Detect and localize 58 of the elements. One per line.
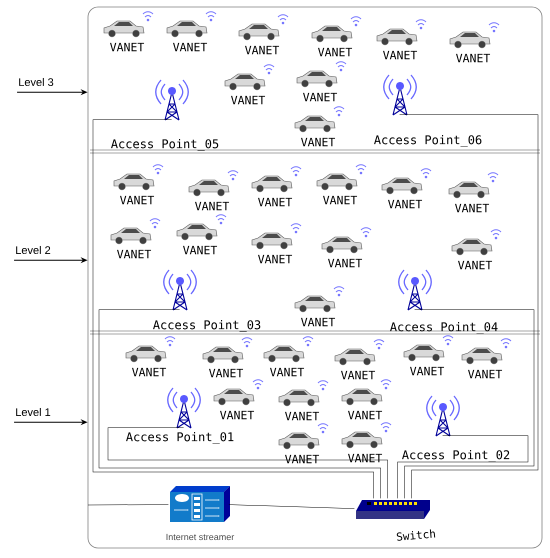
connector-line: [399, 114, 538, 499]
car-label: VANET: [341, 370, 376, 380]
node-label: Access Point_02: [402, 450, 510, 462]
car-label: VANET: [455, 204, 490, 212]
car-label: VANET: [270, 368, 304, 376]
car-label: VANET: [388, 200, 422, 208]
car-label: VANET: [410, 366, 444, 376]
node-label: Access Point_06: [374, 135, 482, 147]
connector-line: [98, 310, 381, 499]
car-label: VANET: [301, 318, 336, 326]
connector-line: [404, 310, 534, 499]
access-point: Access Point_06: [374, 74, 482, 147]
access-point: Access Point_04: [390, 269, 498, 334]
node-label: Switch: [396, 529, 436, 541]
car-label: VANET: [245, 46, 280, 54]
network-switch: Switch: [356, 500, 436, 541]
car-label: VANET: [209, 368, 244, 378]
level-label: Level 2: [16, 246, 50, 254]
connector-line: [92, 120, 374, 499]
car-label: VANET: [383, 50, 418, 60]
connector-line: [397, 436, 528, 499]
car-label: VANET: [258, 254, 292, 264]
car-label: VANET: [285, 412, 320, 420]
access-point: Access Point_05: [111, 79, 218, 151]
car-label: VANET: [195, 202, 230, 210]
level-label: Level 1: [16, 408, 50, 416]
car-label: VANET: [323, 196, 358, 204]
level-label: Level 3: [19, 78, 54, 86]
car-label: VANET: [258, 198, 292, 206]
car-label: VANET: [348, 410, 382, 420]
access-point: Access Point_02: [402, 395, 510, 462]
car-label: VANET: [303, 92, 338, 102]
node-label: Access Point_03: [153, 320, 260, 332]
car-label: VANET: [348, 454, 382, 462]
car-label: VANET: [318, 48, 352, 56]
car-label: VANET: [132, 368, 166, 376]
node-label: Internet streamer: [166, 534, 234, 540]
car-label: VANET: [120, 196, 154, 204]
node-label: Access Point_01: [126, 432, 234, 444]
car-label: VANET: [117, 250, 152, 258]
access-point: Access Point_03: [153, 269, 260, 332]
connector-line: [108, 428, 388, 499]
car-label: VANET: [328, 258, 362, 268]
car-label: VANET: [285, 454, 320, 464]
car-label: VANET: [301, 138, 336, 146]
car-label: VANET: [468, 370, 502, 378]
internet-streamer: Internet streamer: [166, 486, 234, 540]
node-label: Access Point_04: [390, 322, 498, 334]
connector-line: [228, 504, 355, 509]
node-label: Access Point_05: [111, 139, 218, 151]
car-label: VANET: [231, 96, 266, 104]
car-label: VANET: [173, 42, 208, 52]
connector-line: [88, 504, 169, 506]
car-label: VANET: [110, 42, 144, 52]
car-label: VANET: [456, 54, 490, 62]
car-label: VANET: [220, 410, 254, 420]
frame-box: [88, 6, 542, 548]
car-label: VANET: [183, 246, 218, 254]
